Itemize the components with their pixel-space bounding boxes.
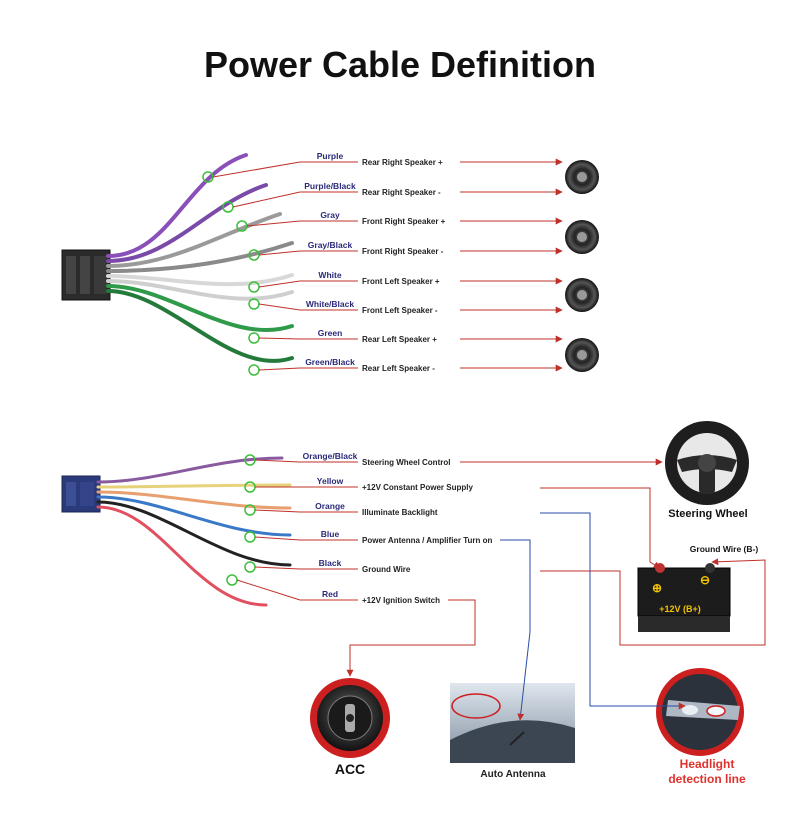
- wire-function-label: Front Left Speaker -: [362, 306, 438, 315]
- speaker-wire: [106, 212, 282, 268]
- acc-label: ACC: [335, 761, 365, 777]
- wire-color-label: White/Black: [306, 299, 354, 309]
- leader-line: [258, 250, 301, 256]
- power-wire: [96, 483, 292, 489]
- leader-line: [258, 280, 301, 288]
- wire-color-label: Gray/Black: [308, 240, 353, 250]
- headlight-icon: [656, 668, 744, 756]
- wire-function-label: +12V Constant Power Supply: [362, 483, 473, 492]
- speaker-icon: [565, 338, 599, 372]
- wire-function-label: Rear Left Speaker +: [362, 335, 437, 344]
- wire-marker: [248, 332, 260, 344]
- page-title: Power Cable Definition: [203, 44, 597, 85]
- svg-text:⊖: ⊖: [700, 573, 710, 587]
- battery-label: +12V (B+): [659, 604, 701, 614]
- wire-function-label: Front Left Speaker +: [362, 277, 440, 286]
- leader-line: [236, 579, 301, 601]
- leader-line: [246, 220, 301, 227]
- speaker-wire: [106, 284, 294, 333]
- wire-color-label: Orange: [315, 501, 345, 511]
- leader-line: [232, 191, 301, 208]
- wire-function-label: Steering Wheel Control: [362, 458, 450, 467]
- wire-color-label: Black: [319, 558, 342, 568]
- speaker-wire: [106, 289, 294, 363]
- power-wire: [96, 500, 292, 567]
- wire-function-label: Front Right Speaker +: [362, 217, 446, 226]
- wire-color-label: Blue: [321, 529, 340, 539]
- ground-wire-label: Ground Wire (B-): [690, 544, 759, 554]
- wire-color-label: Green/Black: [305, 357, 355, 367]
- wire-function-label: Front Right Speaker -: [362, 247, 444, 256]
- leader-line: [258, 337, 301, 340]
- power-wire: [96, 505, 268, 607]
- speaker-wire: [106, 279, 294, 301]
- ignition-switch-icon: [310, 678, 390, 758]
- wire-marker: [226, 574, 238, 586]
- battery-icon: ⊕ ⊖: [637, 563, 731, 632]
- wire-color-label: Green: [318, 328, 343, 338]
- speaker-wire: [106, 273, 294, 287]
- device-routing-lines: [346, 487, 766, 721]
- power-harness-connector: [61, 475, 101, 513]
- speaker-harness-connector: [61, 249, 111, 301]
- speaker-icon: [565, 278, 599, 312]
- steering-wheel-icon: [665, 421, 749, 505]
- wire-color-label: Orange/Black: [303, 451, 358, 461]
- wire-function-label: Rear Right Speaker +: [362, 158, 443, 167]
- leader-line: [254, 566, 301, 570]
- wire-function-label: Ground Wire: [362, 565, 411, 574]
- auto-antenna-label: Auto Antenna: [480, 769, 546, 780]
- power-wire: [96, 495, 292, 537]
- wire-function-label: Rear Right Speaker -: [362, 188, 441, 197]
- wire-marker: [244, 481, 256, 493]
- wire-color-label: Purple/Black: [304, 181, 356, 191]
- headlight-label-line1: Headlight: [680, 757, 735, 771]
- wire-marker: [244, 531, 256, 543]
- speaker-icon: [565, 160, 599, 194]
- svg-text:⊕: ⊕: [652, 581, 662, 595]
- steering-wheel-label: Steering Wheel: [668, 508, 747, 520]
- leader-line: [254, 536, 301, 541]
- speaker-wire: [106, 153, 248, 258]
- wire-function-label: Power Antenna / Amplifier Turn on: [362, 536, 492, 545]
- headlight-label-line2: detection line: [668, 772, 746, 786]
- wire-color-label: White: [318, 270, 341, 280]
- wire-function-label: +12V Ignition Switch: [362, 596, 440, 605]
- power-wire: [96, 490, 292, 510]
- speaker-wire: [106, 241, 294, 273]
- leader-line: [254, 509, 301, 513]
- wire-function-label: Illuminate Backlight: [362, 508, 438, 517]
- wire-marker: [248, 364, 260, 376]
- wire-color-label: Red: [322, 589, 338, 599]
- leader-line: [212, 161, 301, 178]
- speaker-wire: [106, 183, 268, 263]
- power-wire: [96, 456, 284, 484]
- speaker-icon: [565, 220, 599, 254]
- auto-antenna-icon: [450, 683, 575, 763]
- wire-color-label: Yellow: [317, 476, 344, 486]
- wire-marker: [244, 561, 256, 573]
- wire-color-label: Gray: [320, 210, 340, 220]
- leader-line: [258, 367, 301, 371]
- wire-function-label: Rear Left Speaker -: [362, 364, 435, 373]
- wire-color-label: Purple: [317, 151, 344, 161]
- leader-line: [258, 303, 301, 311]
- leader-line: [254, 459, 301, 463]
